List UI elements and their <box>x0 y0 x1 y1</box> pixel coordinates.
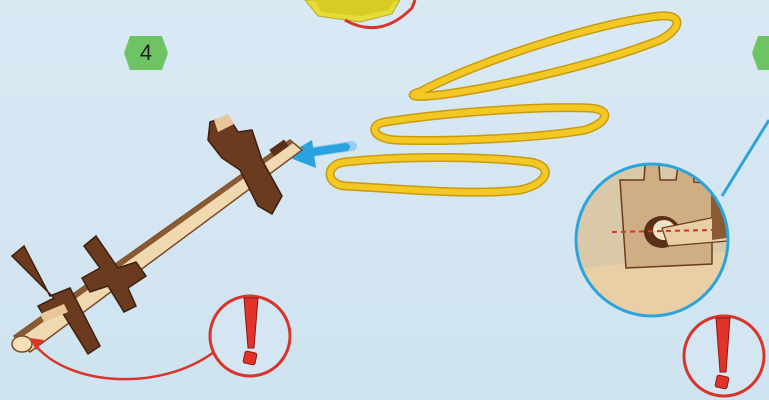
exclamation-warning-icon-secondary <box>684 316 764 396</box>
step-number: 4 <box>124 36 168 70</box>
top-cropped-part <box>305 0 415 28</box>
next-step-badge-icon <box>752 36 769 70</box>
step-badge-icon: 4 <box>124 36 168 70</box>
rubber-bands-icon <box>330 16 677 192</box>
zoom-detail-icon <box>570 120 769 320</box>
